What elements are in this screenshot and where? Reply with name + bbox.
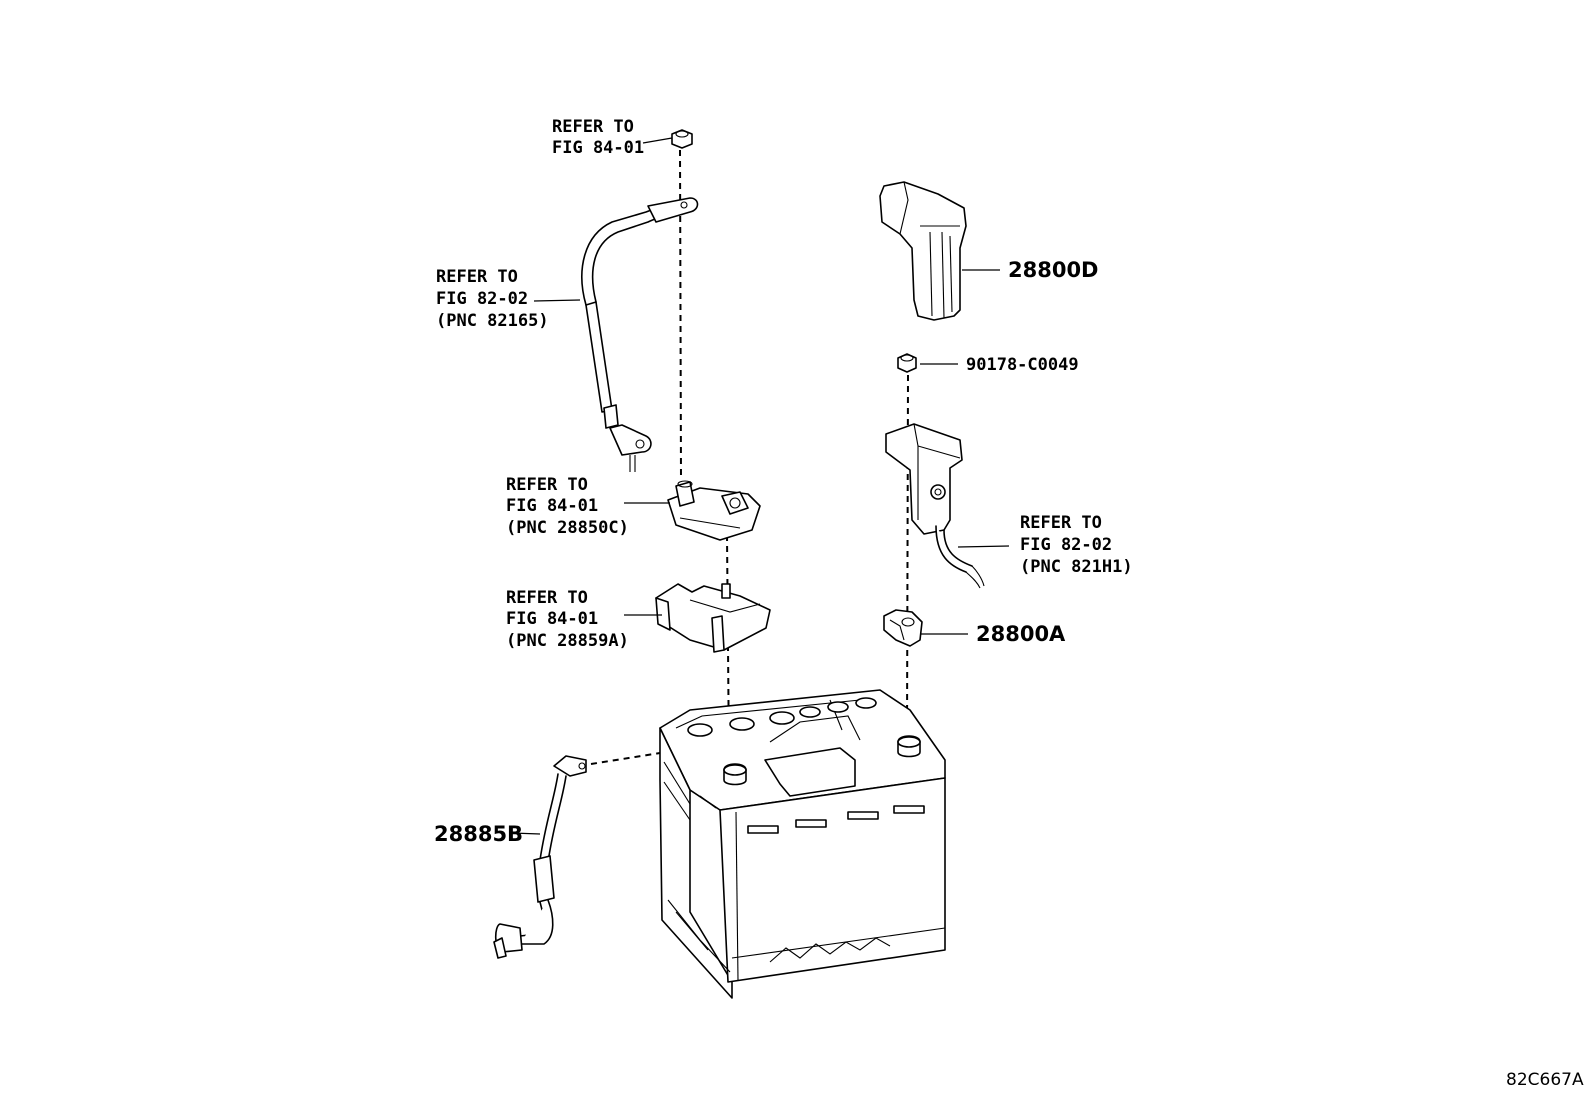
svg-text:REFER TO: REFER TO bbox=[1020, 513, 1102, 533]
terminal-cover-28800D bbox=[879, 181, 967, 321]
figure-code: 82C667A bbox=[1506, 1070, 1584, 1090]
leader-lines bbox=[511, 137, 1010, 835]
svg-text:REFER TO: REFER TO bbox=[506, 475, 588, 495]
battery bbox=[659, 689, 946, 999]
svg-text:(PNC 28859A): (PNC 28859A) bbox=[506, 631, 629, 651]
label-cable-ref: REFER TO FIG 82-02 (PNC 82165) bbox=[436, 267, 549, 331]
svg-text:(PNC 82165): (PNC 82165) bbox=[436, 311, 549, 331]
svg-text:REFER TO: REFER TO bbox=[506, 588, 588, 608]
terminal-clamp bbox=[667, 480, 761, 541]
label-top-nut-ref: REFER TO FIG 84-01 bbox=[552, 117, 644, 158]
label-90178-C0049: 90178-C0049 bbox=[966, 355, 1079, 375]
terminal-28800A bbox=[883, 609, 923, 647]
battery-cable bbox=[581, 197, 699, 472]
svg-text:FIG 82-02: FIG 82-02 bbox=[1020, 535, 1112, 555]
svg-text:FIG 84-01: FIG 84-01 bbox=[506, 496, 598, 516]
battery-bracket bbox=[655, 583, 771, 653]
svg-text:(PNC 821H1): (PNC 821H1) bbox=[1020, 557, 1133, 577]
label-clamp-ref: REFER TO FIG 84-01 (PNC 28850C) bbox=[506, 475, 629, 538]
svg-text:FIG 82-02: FIG 82-02 bbox=[436, 289, 528, 309]
label-right-cable-ref: REFER TO FIG 82-02 (PNC 821H1) bbox=[1020, 513, 1133, 577]
top-nut bbox=[671, 129, 693, 149]
svg-text:(PNC 28850C): (PNC 28850C) bbox=[506, 518, 629, 538]
svg-text:REFER TO: REFER TO bbox=[552, 117, 634, 137]
label-28885B: 28885B bbox=[434, 822, 523, 846]
nut-90178 bbox=[897, 353, 917, 373]
label-28800D: 28800D bbox=[1008, 258, 1099, 282]
svg-text:REFER TO: REFER TO bbox=[436, 267, 518, 287]
positive-terminal-assembly bbox=[885, 423, 985, 589]
label-bracket-ref: REFER TO FIG 84-01 (PNC 28859A) bbox=[506, 588, 629, 651]
battery-sensor-28885B bbox=[493, 755, 587, 959]
svg-text:FIG 84-01: FIG 84-01 bbox=[506, 609, 598, 629]
svg-text:FIG 84-01: FIG 84-01 bbox=[552, 138, 644, 158]
label-28800A: 28800A bbox=[976, 622, 1066, 646]
